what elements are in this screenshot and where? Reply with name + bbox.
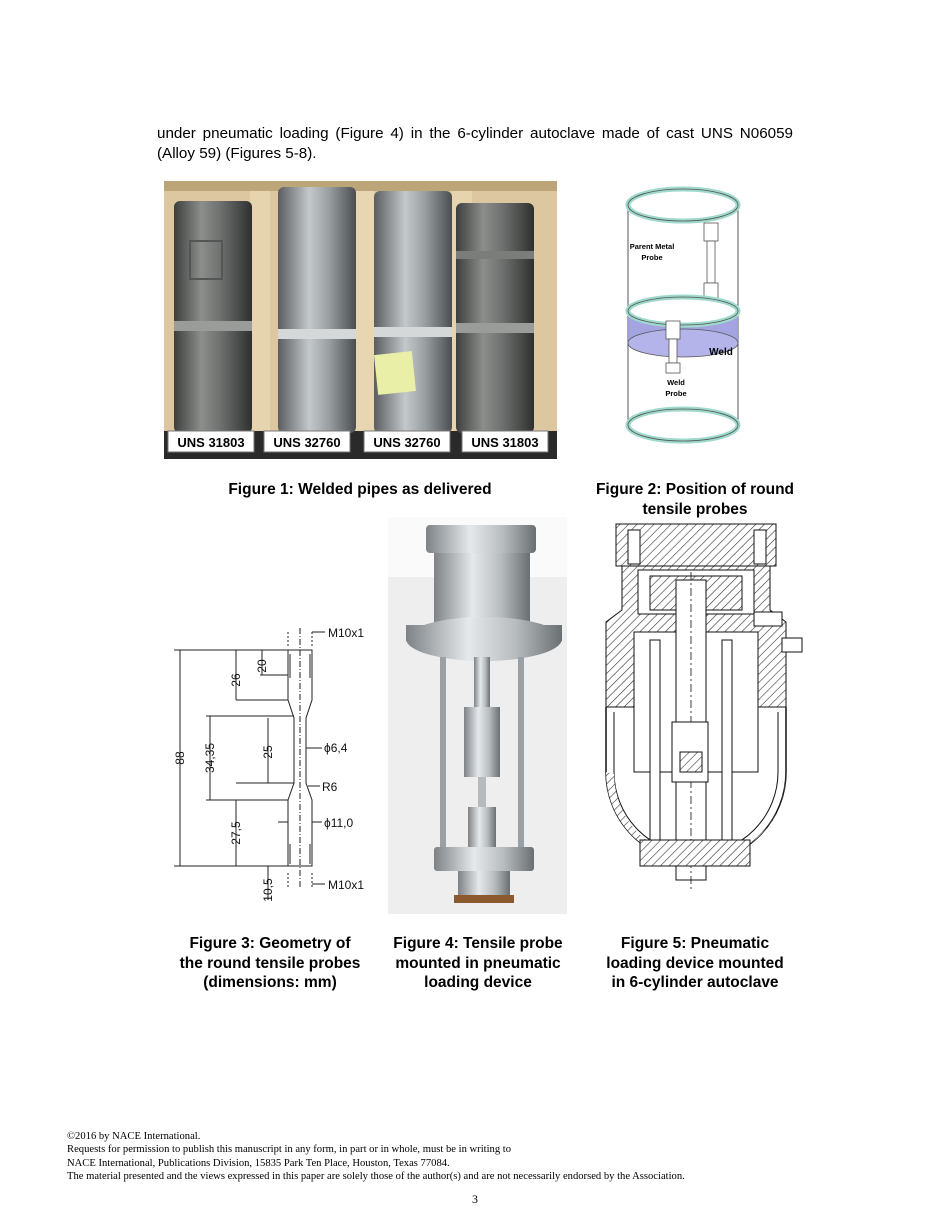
figure5-caption-line3: in 6-cylinder autoclave (611, 974, 779, 991)
body-paragraph: under pneumatic loading (Figure 4) in th… (157, 125, 793, 162)
weld-probe-label-2: Probe (665, 389, 686, 398)
figure4-caption-line1: Figure 4: Tensile probe (393, 935, 563, 952)
footer-line-1: ©2016 by NACE International. (67, 1131, 201, 1142)
dim-25: 25 (261, 745, 275, 759)
dim-m10-bottom: M10x1 (328, 878, 364, 892)
pipe-3 (374, 191, 452, 433)
figure2-caption-line1: Figure 2: Position of round (595, 481, 795, 498)
copyright-footer: ©2016 by NACE International. Requests fo… (67, 1130, 887, 1183)
dim-r6: R6 (322, 780, 338, 794)
figure2-caption-line2: tensile probes (642, 500, 748, 518)
pipe-4 (456, 203, 534, 433)
parent-metal-label: Parent Metal (630, 242, 675, 251)
pipe-label-1: UNS 31803 (177, 435, 244, 450)
dim-26: 26 (229, 673, 243, 687)
figure4-caption: Figure 4: Tensile probe mounted in pneum… (378, 934, 578, 993)
weld-label: Weld (709, 347, 733, 358)
pipe-2 (278, 187, 356, 433)
dim-20: 20 (255, 659, 269, 673)
figure3-caption-line2: the round tensile probes (179, 954, 361, 972)
pipe-label-3: UNS 32760 (373, 435, 440, 450)
figure4-caption-line2: mounted in pneumatic (395, 954, 561, 972)
parent-probe-label: Probe (641, 253, 662, 262)
figure3-caption: Figure 3: Geometry of the round tensile … (160, 934, 380, 993)
figure1-caption: Figure 1: Welded pipes as delivered (228, 481, 492, 498)
footer-line-4: The material presented and the views exp… (67, 1170, 685, 1182)
figure3-probe-geometry-drawing: M10x1 26 20 88 34,35 25 ϕ6,4 R6 27,5 ϕ11… (173, 626, 364, 902)
dim-m10-top: M10x1 (328, 626, 364, 640)
figure4-caption-line3: loading device (424, 974, 532, 991)
dim-phi-6-4: ϕ6,4 (324, 741, 348, 755)
figure5-caption-line1: Figure 5: Pneumatic (620, 935, 770, 952)
footer-line-2: Requests for permission to publish this … (67, 1144, 512, 1156)
figure1-pipes-photo: UNS 31803 UNS 32760 UNS 32760 UNS 31803 (164, 181, 557, 459)
figure5-caption-line2: loading device mounted (606, 954, 784, 972)
page-number: 3 (472, 1192, 478, 1206)
figure3-caption-line3: (dimensions: mm) (203, 974, 337, 991)
dim-10-5: 10,5 (261, 878, 275, 902)
figure4-loading-device-photo (388, 517, 567, 914)
footer-line-3: NACE International, Publications Divisio… (67, 1157, 450, 1169)
weld-probe-label-1: Weld (667, 378, 685, 387)
pipe-label-2: UNS 32760 (273, 435, 340, 450)
pipe-1 (174, 201, 252, 433)
figure5-autoclave-section-drawing (605, 523, 803, 892)
pipe-label-4: UNS 31803 (471, 435, 538, 450)
figure5-caption: Figure 5: Pneumatic loading device mount… (585, 934, 805, 993)
figure2-caption: Figure 2: Position of round tensile prob… (570, 480, 820, 519)
dim-phi-11-0: ϕ11,0 (324, 816, 354, 830)
dim-27-5: 27,5 (229, 821, 243, 845)
figure2-probe-position-diagram: Parent Metal Probe Weld Weld Probe (625, 186, 741, 444)
dim-88: 88 (173, 751, 187, 765)
dim-34-35: 34,35 (203, 743, 217, 773)
figure3-caption-line1: Figure 3: Geometry of (189, 935, 351, 952)
